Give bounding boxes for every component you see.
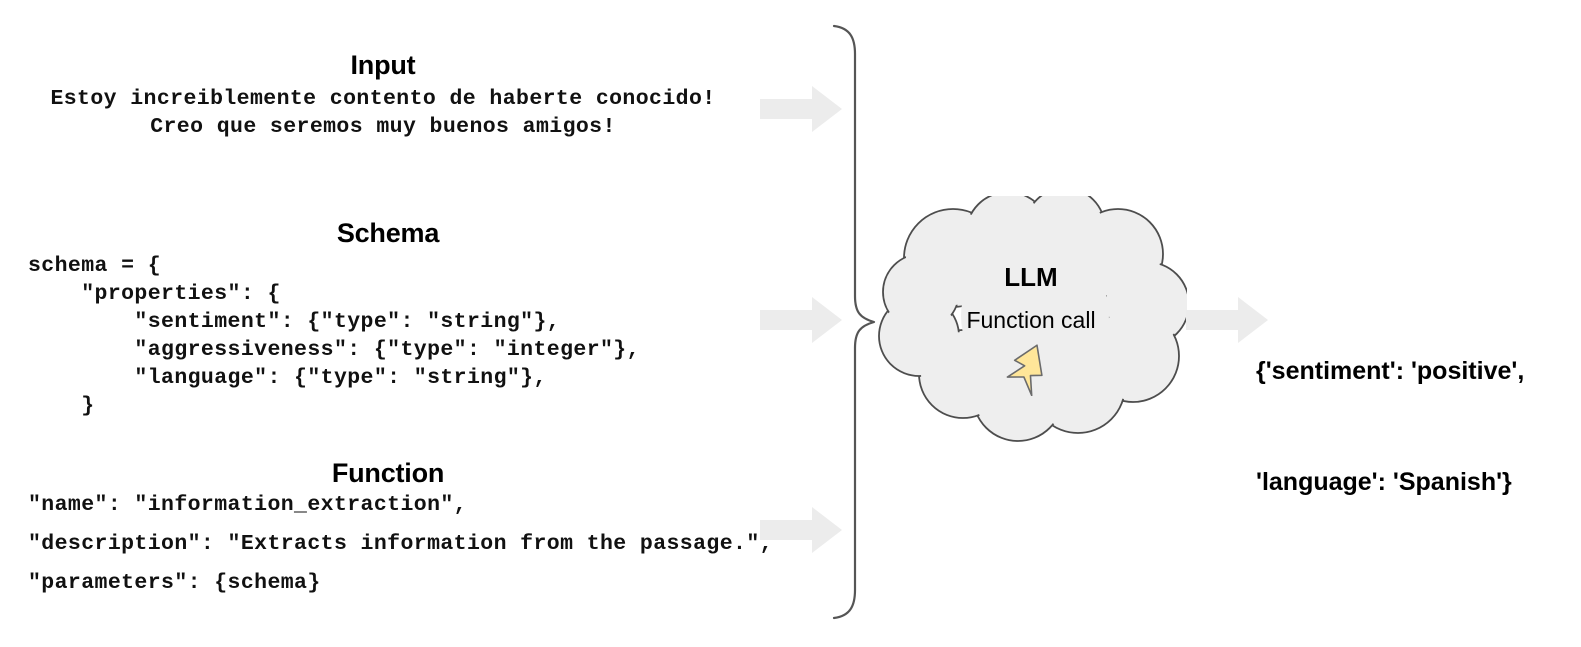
function-arrow bbox=[760, 507, 842, 553]
curly-brace-right-icon bbox=[826, 24, 886, 620]
lightning-bolt-icon bbox=[1005, 342, 1061, 397]
schema-line-2: "properties": { bbox=[28, 282, 281, 306]
function-line-3: "parameters": {schema} bbox=[28, 571, 321, 595]
schema-line-3: "sentiment": {"type": "string"}, bbox=[28, 310, 561, 334]
input-line-2: Creo que seremos muy buenos amigos! bbox=[150, 115, 616, 139]
schema-arrow bbox=[760, 297, 842, 343]
llm-title: LLM bbox=[1004, 262, 1058, 292]
schema-line-4: "aggressiveness": {"type": "integer"}, bbox=[28, 338, 640, 362]
function-line-2: "description": "Extracts information fro… bbox=[28, 532, 773, 556]
input-line-1: Estoy increiblemente contento de haberte… bbox=[50, 87, 716, 111]
schema-line-6: } bbox=[28, 394, 95, 418]
input-arrow bbox=[760, 86, 842, 132]
output-result: {'sentiment': 'positive', 'language': 'S… bbox=[1256, 279, 1524, 575]
output-arrow bbox=[1186, 297, 1268, 343]
function-line-1: "name": "information_extraction", bbox=[28, 493, 467, 517]
output-line-1: {'sentiment': 'positive', bbox=[1256, 357, 1525, 385]
llm-subtitle: Function call bbox=[966, 307, 1096, 333]
llm-cloud bbox=[875, 187, 1190, 442]
schema-heading: Schema bbox=[336, 218, 440, 248]
schema-line-5: "language": {"type": "string"}, bbox=[28, 366, 547, 390]
function-heading: Function bbox=[331, 458, 445, 488]
schema-line-1: schema = { bbox=[28, 254, 162, 278]
output-line-2: 'language': 'Spanish'} bbox=[1256, 468, 1512, 496]
input-heading: Input bbox=[350, 50, 416, 80]
